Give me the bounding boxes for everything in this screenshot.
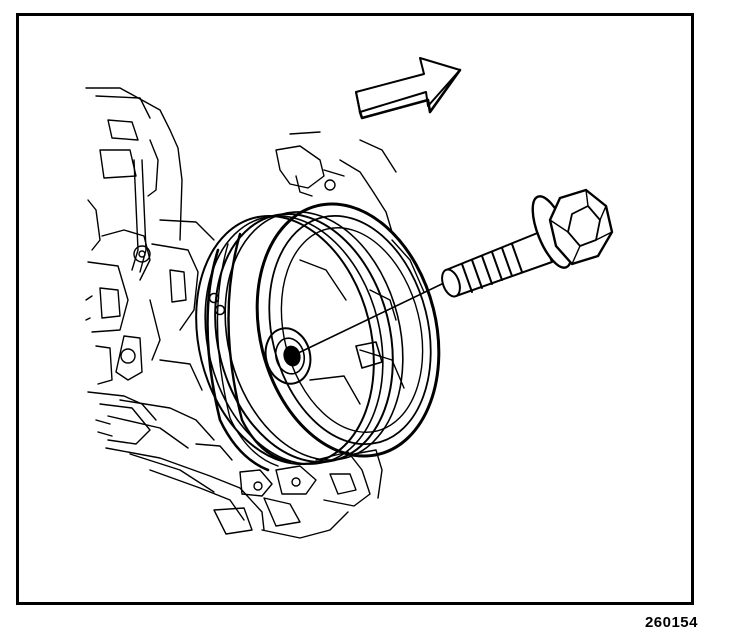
direction-arrow-icon <box>355 57 462 120</box>
illustration-frame <box>16 13 694 605</box>
balancer-pulley-icon <box>195 202 441 472</box>
front-cover <box>275 131 425 293</box>
crankshaft-bolt-icon <box>441 188 614 298</box>
figure-code: 260154 <box>644 614 698 631</box>
engine-block <box>85 87 215 445</box>
oil-pan <box>105 399 383 539</box>
leader-line <box>291 281 447 357</box>
